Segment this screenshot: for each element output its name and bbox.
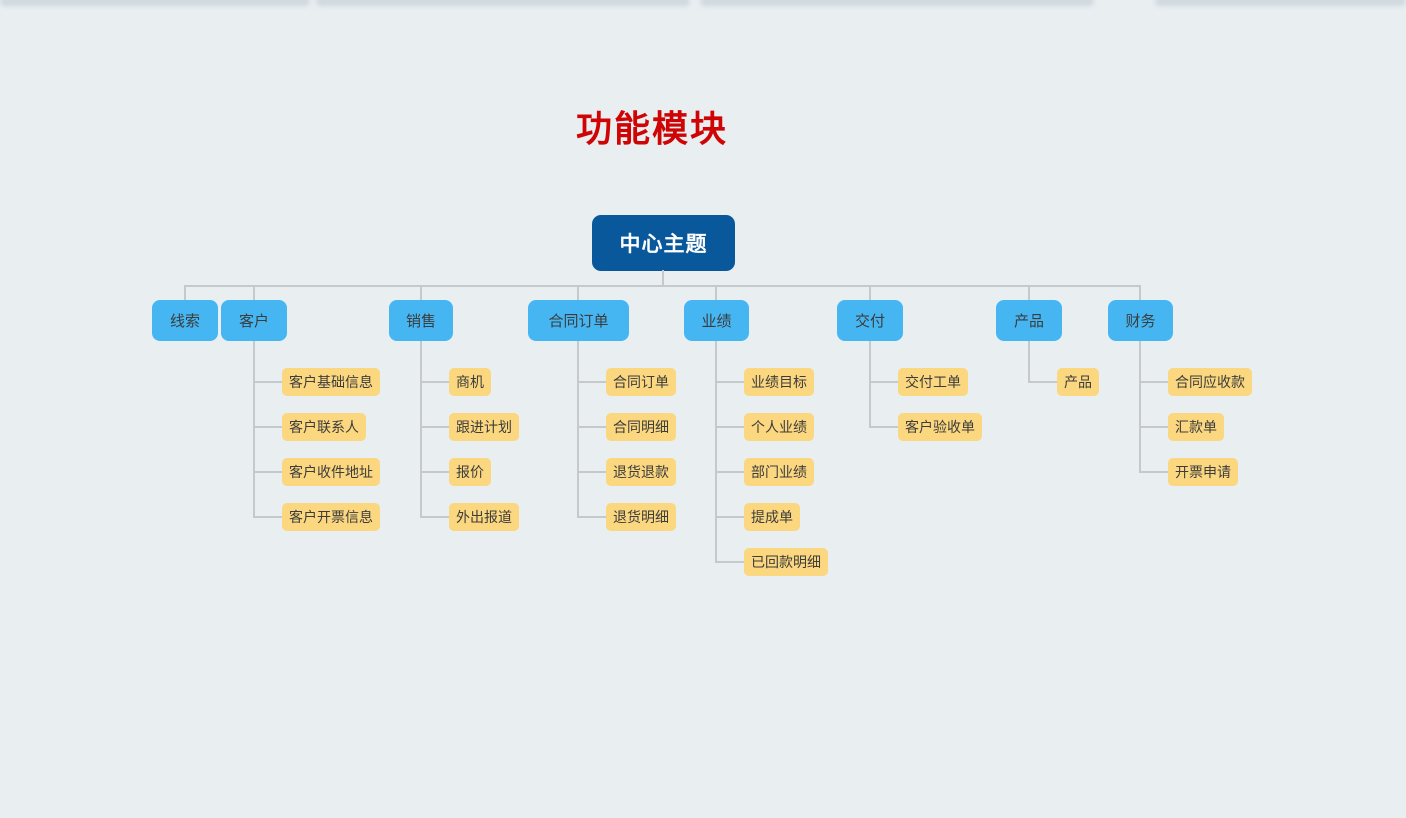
top-edge-tab-artifact [1155,0,1406,6]
child-node[interactable]: 客户基础信息 [282,368,380,396]
branch-node[interactable]: 合同订单 [528,300,629,341]
child-node[interactable]: 个人业绩 [744,413,814,441]
connector-line [578,516,606,518]
branch-node[interactable]: 财务 [1108,300,1173,341]
connector-line [254,426,282,428]
connector-line [1139,341,1141,473]
connector-line [421,381,449,383]
child-node[interactable]: 合同订单 [606,368,676,396]
child-node[interactable]: 部门业绩 [744,458,814,486]
top-edge-tab-artifact [0,0,310,6]
connector-line [1140,471,1168,473]
connector-line [184,285,186,300]
connector-line [869,341,871,428]
connector-line [253,341,255,518]
top-edge-tab-artifact [700,0,1094,6]
branch-node[interactable]: 线索 [152,300,218,341]
connector-line [254,381,282,383]
child-node[interactable]: 退货退款 [606,458,676,486]
connector-line [420,285,422,300]
connector-line [1028,285,1030,300]
connector-line [869,285,871,300]
child-node[interactable]: 开票申请 [1168,458,1238,486]
connector-line [578,381,606,383]
connector-line [253,285,255,300]
root-topic-node[interactable]: 中心主题 [592,215,735,271]
page-title: 功能模块 [576,108,729,149]
connector-line [420,341,422,518]
connector-line [1139,285,1141,300]
child-node[interactable]: 汇款单 [1168,413,1224,441]
connector-line [421,516,449,518]
connector-line [1029,381,1057,383]
connector-line [870,426,898,428]
connector-line [716,471,744,473]
child-node[interactable]: 外出报道 [449,503,519,531]
connector-line [716,381,744,383]
branch-node[interactable]: 销售 [389,300,453,341]
connector-line [1140,381,1168,383]
connector-line [578,471,606,473]
connector-line [254,516,282,518]
child-node[interactable]: 业绩目标 [744,368,814,396]
child-node[interactable]: 商机 [449,368,491,396]
connector-line [716,561,744,563]
connector-line [578,426,606,428]
branch-node[interactable]: 业绩 [684,300,749,341]
connector-line [870,381,898,383]
child-node[interactable]: 退货明细 [606,503,676,531]
connector-line [1028,341,1030,383]
connector-line [715,341,717,563]
connector-line [421,471,449,473]
connector-line [421,426,449,428]
branch-node[interactable]: 客户 [221,300,287,341]
child-node[interactable]: 产品 [1057,368,1099,396]
child-node[interactable]: 报价 [449,458,491,486]
connector-line [715,285,717,300]
child-node[interactable]: 跟进计划 [449,413,519,441]
connector-line [1140,426,1168,428]
branch-node[interactable]: 交付 [837,300,903,341]
branch-node[interactable]: 产品 [996,300,1062,341]
connector-line [716,426,744,428]
child-node[interactable]: 客户开票信息 [282,503,380,531]
top-edge-tab-artifact [316,0,690,6]
child-node[interactable]: 合同应收款 [1168,368,1252,396]
connector-line [254,471,282,473]
child-node[interactable]: 提成单 [744,503,800,531]
child-node[interactable]: 合同明细 [606,413,676,441]
connector-line [577,341,579,518]
child-node[interactable]: 客户验收单 [898,413,982,441]
child-node[interactable]: 已回款明细 [744,548,828,576]
connector-line [716,516,744,518]
connector-line [662,270,664,285]
connector-line [185,285,1141,287]
connector-line [577,285,579,300]
child-node[interactable]: 交付工单 [898,368,968,396]
child-node[interactable]: 客户收件地址 [282,458,380,486]
child-node[interactable]: 客户联系人 [282,413,366,441]
